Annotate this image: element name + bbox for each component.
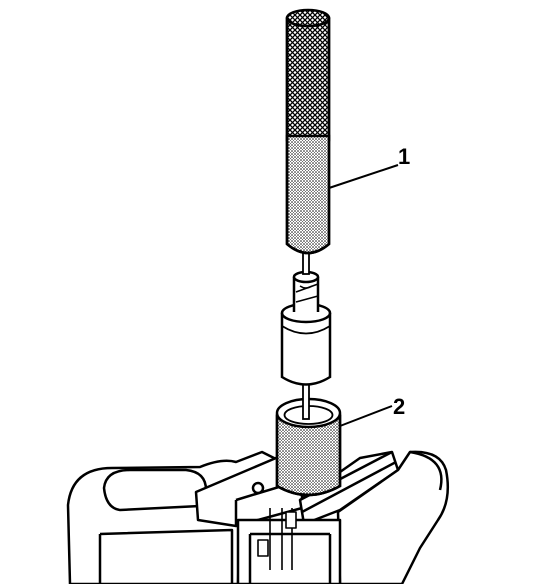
callout-label-1: 1: [398, 144, 411, 169]
guide-pin: [302, 382, 310, 420]
leader-line-2: [339, 405, 393, 427]
tool-tip-pin: [302, 251, 310, 275]
vise-left-pad: [102, 468, 208, 512]
installer-tool: [285, 8, 331, 255]
bench-vise: [66, 450, 449, 584]
bushing: [280, 270, 332, 386]
vise-frame: [236, 518, 342, 584]
vise-right-body: [336, 450, 449, 584]
leader-line-1: [328, 164, 399, 189]
callout-label-2: 2: [393, 394, 406, 419]
leader-lines: [328, 164, 399, 427]
